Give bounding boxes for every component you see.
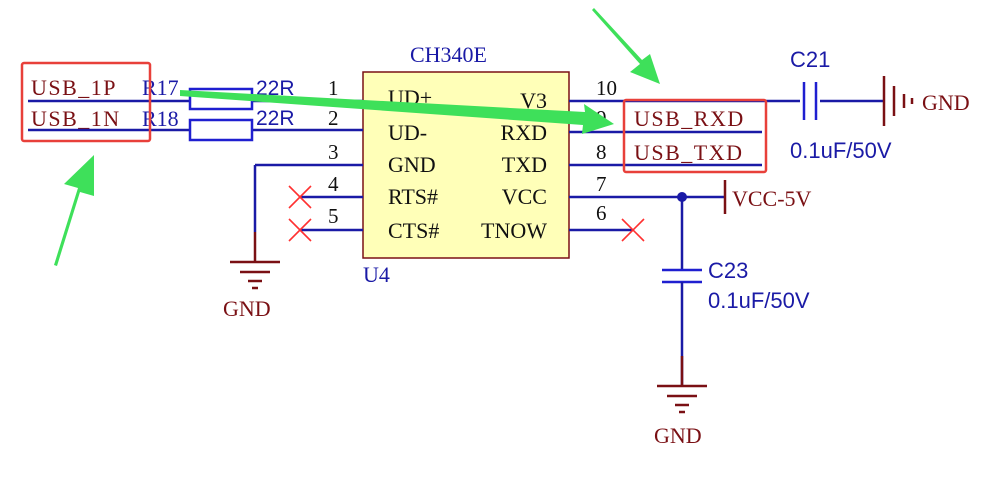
pin-num-6: 6 xyxy=(596,201,607,225)
chip-pin-name-3: GND xyxy=(388,152,436,177)
no-connect-markers xyxy=(288,185,645,242)
capacitor-c23-ref: C23 xyxy=(708,258,748,283)
chip-pin-name-5: CTS# xyxy=(388,218,439,243)
net-label-usb-1p: USB_1P xyxy=(31,75,117,100)
resistor-r17-ref: R17 xyxy=(142,75,179,100)
ground-symbol-left xyxy=(230,232,280,290)
resistor-r18 xyxy=(188,118,254,142)
chip-pin-name-7: VCC xyxy=(502,184,547,209)
pin-num-10: 10 xyxy=(596,76,617,100)
chip-pin-name-2: UD- xyxy=(388,120,427,145)
pin-num-2: 2 xyxy=(328,106,339,130)
chip-pin-name-4: RTS# xyxy=(388,184,438,209)
pin-num-1: 1 xyxy=(328,76,339,100)
net-label-usb-1p-group: USB_1P xyxy=(28,75,190,103)
pin-num-7: 7 xyxy=(596,172,607,196)
ground-symbol-right xyxy=(882,76,914,126)
pin-num-4: 4 xyxy=(328,172,339,196)
gnd-label-left: GND xyxy=(223,296,271,321)
chip-pin-name-6: TNOW xyxy=(481,218,547,243)
chip-pin-name-9: RXD xyxy=(501,120,547,145)
net-label-usb-rxd: USB_RXD xyxy=(634,106,745,131)
green-arrow-middle xyxy=(180,90,614,134)
resistor-r17-value: 22R xyxy=(256,77,295,100)
resistor-r18-value: 22R xyxy=(256,107,295,130)
capacitor-c21-value: 0.1uF/50V xyxy=(790,138,892,163)
net-label-usb-txd: USB_TXD xyxy=(634,140,744,165)
net-label-usb-1n: USB_1N xyxy=(31,106,121,131)
gnd-label-right: GND xyxy=(922,90,970,115)
capacitor-c23-value: 0.1uF/50V xyxy=(708,288,810,313)
capacitor-c21-ref: C21 xyxy=(790,47,830,72)
resistor-r18-ref: R18 xyxy=(142,106,179,131)
chip-designator: U4 xyxy=(363,262,390,287)
highlight-box-usb-rxd-txd xyxy=(622,98,768,174)
pin-num-3: 3 xyxy=(328,140,339,164)
green-arrow-left xyxy=(54,155,94,266)
ground-symbol-bottom-right xyxy=(657,356,707,414)
highlight-box-usb-1p-1n xyxy=(20,61,152,143)
capacitor-c21 xyxy=(802,82,818,120)
pin-num-5: 5 xyxy=(328,204,339,228)
vcc-label: VCC-5V xyxy=(732,186,812,211)
chip-pin-name-8: TXD xyxy=(502,152,547,177)
capacitor-c23 xyxy=(662,268,702,284)
pin-num-8: 8 xyxy=(596,140,607,164)
net-label-usb-1n-group: USB_1N xyxy=(28,106,190,132)
chip-name: CH340E xyxy=(410,42,487,67)
gnd-label-bottom-right: GND xyxy=(654,423,702,448)
green-arrow-top-right xyxy=(592,8,660,84)
